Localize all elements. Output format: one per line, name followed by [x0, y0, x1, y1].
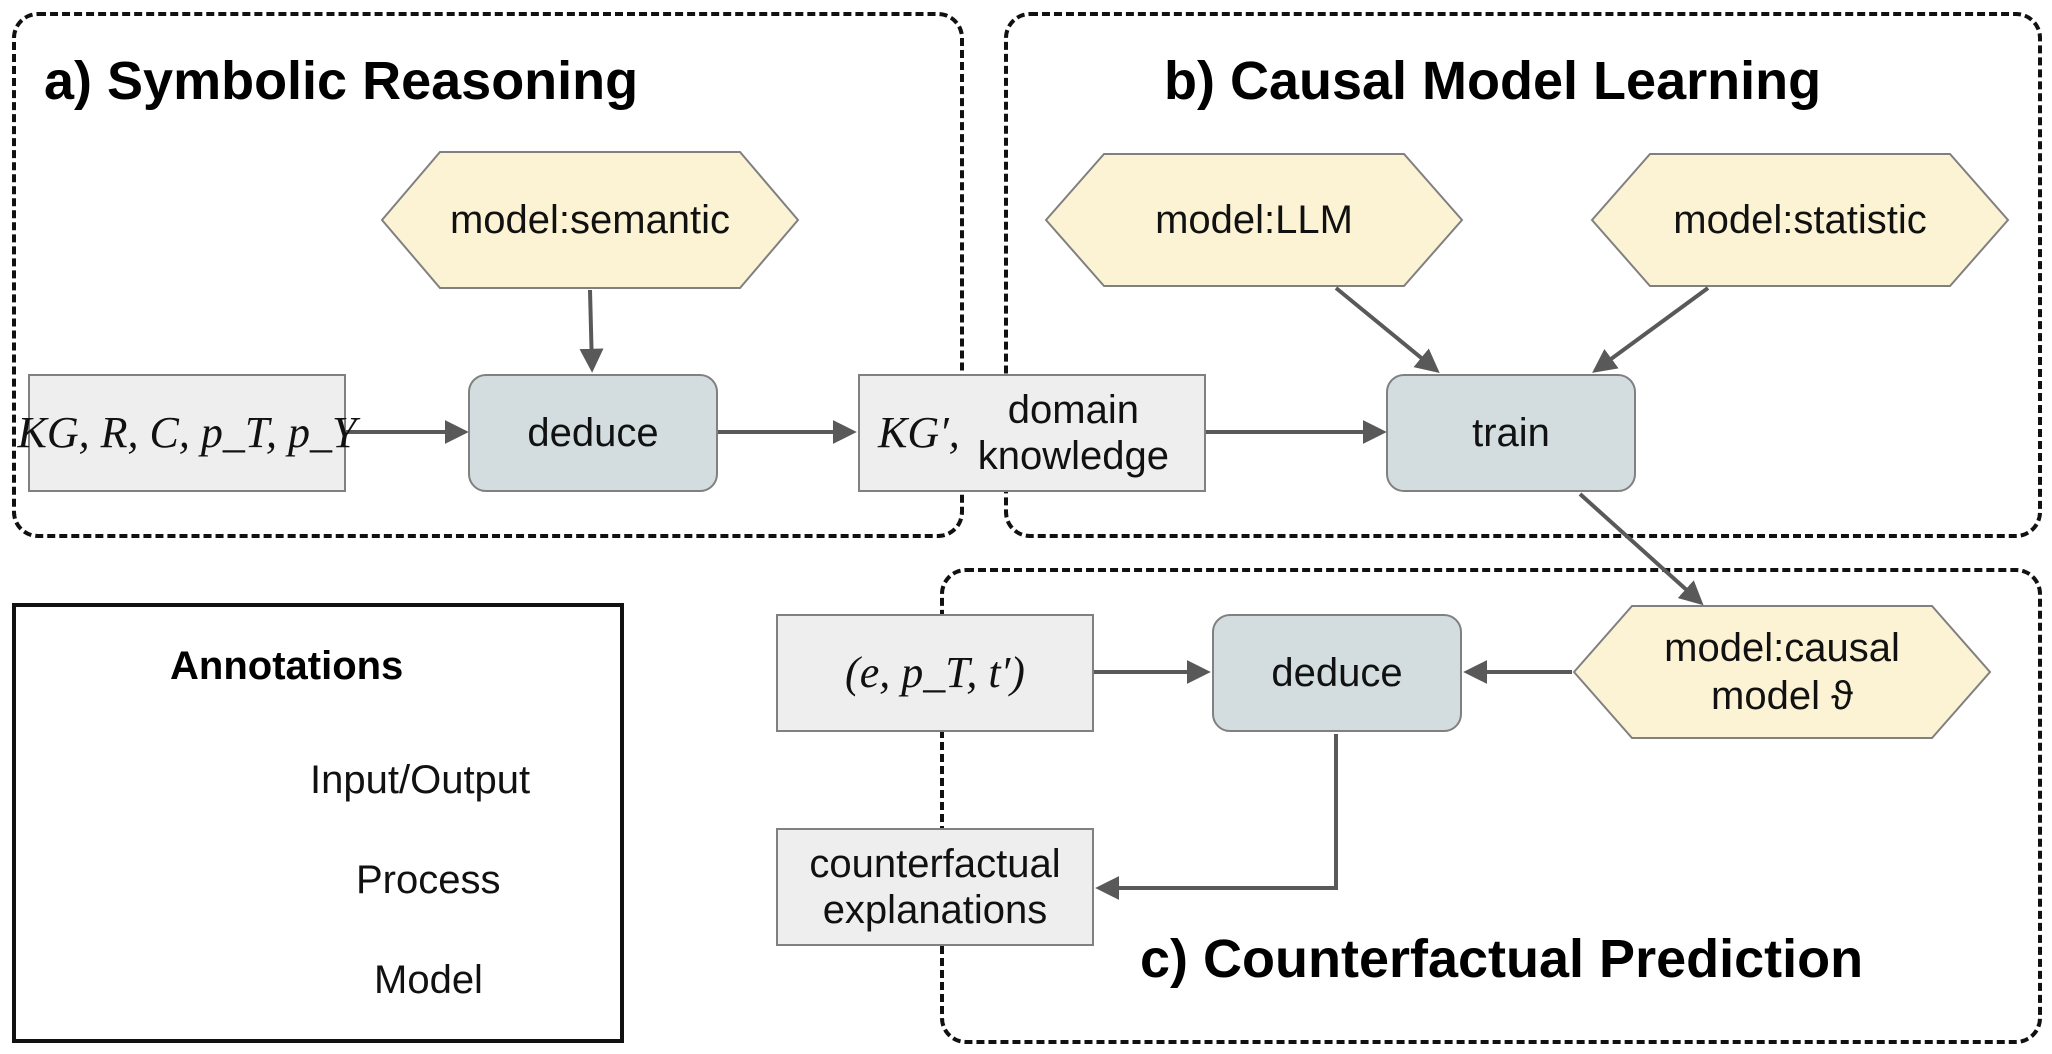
model-causal-line-2: model ϑ — [1711, 674, 1853, 718]
section-title-causal-model-learning: b) Causal Model Learning — [1164, 51, 1822, 111]
counterfactual-explanations-node: counterfactual explanations — [776, 828, 1094, 946]
train-process: train — [1386, 374, 1636, 492]
arrow-semantic-to-deduce — [579, 289, 604, 373]
model-statistic-shape — [1590, 153, 2010, 287]
region-causal-model-learning — [1004, 12, 2042, 538]
arrow-statistic-to-train — [1592, 286, 1710, 373]
legend-panel — [12, 603, 624, 1043]
section-title-symbolic-reasoning: a) Symbolic Reasoning — [44, 51, 639, 111]
arrow-llm-to-train — [1334, 286, 1440, 374]
query-input-formula: (e, p_T, t′) — [845, 647, 1025, 697]
region-symbolic-reasoning — [12, 12, 964, 538]
deduce-process-a: deduce — [468, 374, 718, 492]
deduce-process-c-label: deduce — [1271, 651, 1403, 695]
kg-prime-formula: KG′, — [878, 407, 960, 457]
region-counterfactual-prediction — [940, 568, 2042, 1044]
legend-label-model: Model — [374, 958, 483, 1002]
input-kg-r-c-formula: KG, R, C, p_T, p_Y — [17, 407, 357, 457]
model-causal-shape — [1572, 605, 1992, 739]
input-kg-r-c-node: KG, R, C, p_T, p_Y — [17, 374, 357, 492]
domain-knowledge-text: domain knowledge — [978, 387, 1169, 479]
train-process-label: train — [1472, 411, 1550, 455]
deduce-process-c: deduce — [1212, 614, 1462, 732]
domain-knowledge-line-2: knowledge — [977, 434, 1169, 478]
model-semantic-shape — [380, 151, 800, 289]
domain-knowledge-line-1: domain — [1007, 388, 1139, 432]
legend-label-process: Process — [356, 858, 501, 902]
query-input-node: (e, p_T, t′) — [776, 614, 1094, 732]
legend-title: Annotations — [170, 644, 404, 688]
model-causal-line-1: model:causal — [1664, 626, 1900, 670]
counterfactual-line-1: counterfactual — [809, 842, 1061, 886]
legend-label-io: Input/Output — [310, 758, 531, 802]
arrow-deduce-to-counterfactual — [1095, 734, 1338, 900]
model-llm-shape — [1044, 153, 1464, 287]
model-statistic-label: model:statistic — [1673, 198, 1927, 242]
model-causal-label: model:causal model ϑ — [1632, 606, 1932, 738]
section-title-counterfactual-prediction: c) Counterfactual Prediction — [1140, 929, 1864, 989]
arrow-train-to-causal-model — [1578, 492, 1704, 606]
model-llm-label: model:LLM — [1155, 198, 1353, 242]
deduce-process-a-label: deduce — [527, 411, 659, 455]
kg-prime-domain-knowledge-node: KG′, domain knowledge — [858, 374, 1206, 492]
model-semantic-label: model:semantic — [449, 198, 731, 242]
counterfactual-line-2: explanations — [822, 888, 1048, 932]
